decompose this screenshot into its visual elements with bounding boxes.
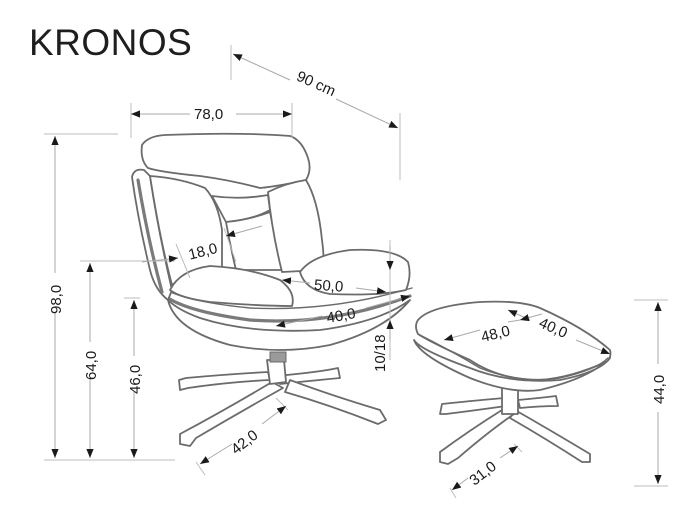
dimension-label-total-height: 98,0 — [48, 285, 65, 314]
dimension-40-seat: 40,0 — [275, 294, 411, 328]
dimension-label-depth-diagonal: 90 cm — [294, 68, 338, 100]
dimension-label-seat-width: 40,0 — [325, 305, 357, 327]
ottoman-illustration — [413, 300, 612, 465]
dimension-label-seat-depth: 50,0 — [313, 277, 343, 296]
dimension-64: 64,0 — [83, 263, 100, 458]
dimension-label-ottoman-base: 31,0 — [466, 458, 499, 489]
dimension-44: 44,0 — [634, 299, 668, 487]
chair-base — [178, 351, 387, 447]
dimension-label-armrest-height: 64,0 — [83, 351, 100, 380]
dimension-label-seat-height: 46,0 — [127, 365, 144, 394]
dimension-18: 18,0 — [141, 225, 263, 279]
dimension-label-chair-base: 42,0 — [228, 427, 261, 458]
headrest — [140, 132, 311, 189]
dimension-46: 46,0 — [127, 300, 144, 458]
right-armrest — [299, 248, 411, 296]
product-title: KRONOS — [29, 22, 193, 63]
dimension-98: 98,0 — [48, 136, 65, 458]
dimension-label-ottoman-height: 44,0 — [651, 375, 668, 404]
dimension-label-cushion-thickness: 10/18 — [372, 334, 389, 372]
seat-cushion — [169, 265, 294, 307]
right-back-cushion — [267, 179, 325, 273]
dimension-label-back-cushion: 18,0 — [187, 240, 219, 264]
dimension-10-18: 10/18 — [372, 240, 394, 372]
dimension-50: 50,0 — [281, 277, 387, 296]
armchair-illustration — [131, 132, 413, 447]
dimension-label-ottoman-length: 48,0 — [479, 322, 511, 346]
ottoman-top-cushion — [415, 300, 612, 381]
dimension-label-width: 78,0 — [194, 106, 223, 123]
dimension-78: 78,0 — [130, 103, 293, 138]
